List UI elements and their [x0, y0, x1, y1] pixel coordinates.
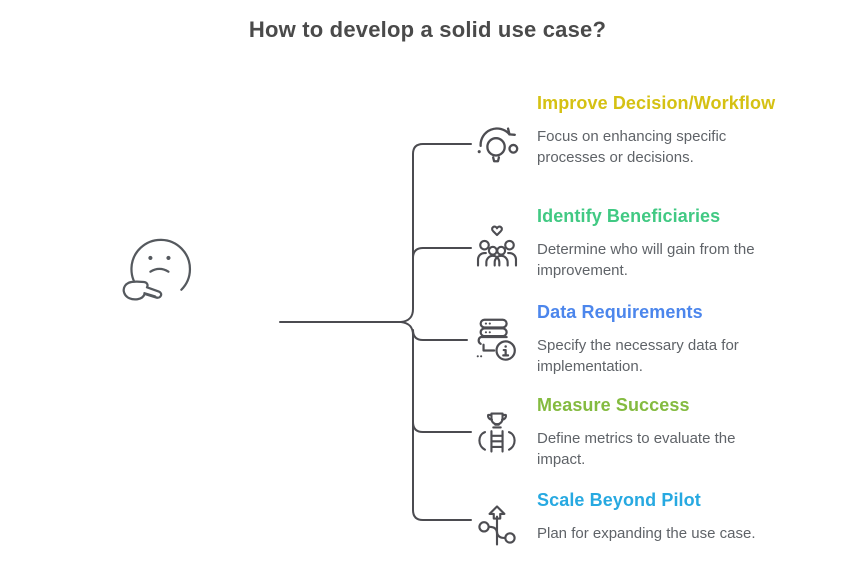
use-case-item-improve-decision: Improve Decision/Workflow Focus on enhan… [537, 92, 777, 168]
item-description: Specify the necessary data for implement… [537, 337, 739, 375]
trophy-ladder-icon [472, 408, 522, 458]
item-title: Identify Beneficiaries [537, 206, 721, 226]
item-title: Improve Decision/Workflow [537, 93, 776, 113]
people-heart-icon [472, 222, 522, 272]
use-case-item-scale-beyond-pilot: Scale Beyond Pilot Plan for expanding th… [537, 489, 777, 544]
item-description: Focus on enhancing specific processes or… [537, 128, 727, 166]
item-title: Measure Success [537, 395, 690, 415]
page-title: How to develop a solid use case? [248, 17, 607, 42]
item-description: Determine who will gain from the improve… [537, 241, 755, 279]
item-title: Scale Beyond Pilot [537, 490, 701, 510]
use-case-item-data-requirements: Data Requirements Specify the necessary … [537, 301, 777, 377]
use-case-item-measure-success: Measure Success Define metrics to evalua… [537, 394, 777, 470]
item-description: Define metrics to evaluate the impact. [537, 430, 736, 468]
item-description: Plan for expanding the use case. [537, 525, 756, 542]
lightbulb-innovation-icon [472, 118, 522, 168]
item-title: Data Requirements [537, 302, 703, 322]
growth-branches-icon [472, 500, 522, 550]
thinking-face-icon [122, 238, 192, 301]
use-case-item-identify-beneficiaries: Identify Beneficiaries Determine who wil… [537, 205, 777, 281]
database-info-icon [472, 314, 522, 364]
